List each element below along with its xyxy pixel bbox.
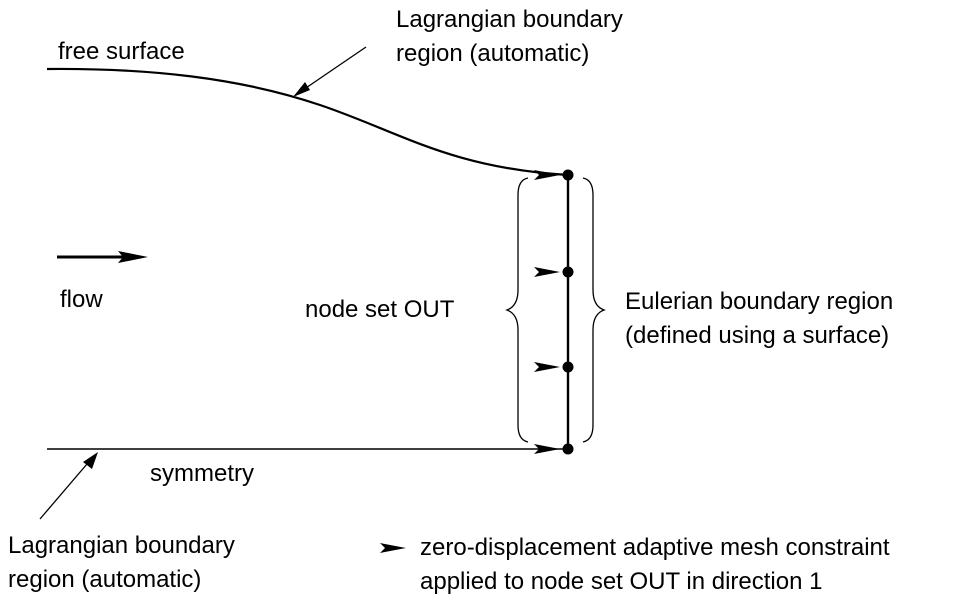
free-surface-curve xyxy=(46,67,569,177)
lagrangian-top-label-line2: region (automatic) xyxy=(396,40,590,67)
node-set-brace xyxy=(505,177,529,443)
bottom-leader-line xyxy=(39,456,94,520)
legend-label-line1: zero-displacement adaptive mesh constrai… xyxy=(420,534,890,561)
symmetry-label: symmetry xyxy=(150,460,254,487)
legend-label-line2: applied to node set OUT in direction 1 xyxy=(420,568,823,595)
top-leader-line xyxy=(299,46,367,93)
constraint-arrow-4 xyxy=(534,444,560,454)
eulerian-brace xyxy=(582,177,606,443)
lagrangian-top-label-line1: Lagrangian boundary xyxy=(396,6,623,33)
node-3 xyxy=(562,361,574,373)
flow-arrow-head xyxy=(118,251,148,263)
constraint-arrow-1 xyxy=(534,170,560,180)
constraint-arrow-3 xyxy=(534,362,560,372)
eulerian-label-line2: (defined using a surface) xyxy=(625,322,890,349)
eulerian-label-line1: Eulerian boundary region xyxy=(625,288,894,315)
top-leader-arrowhead xyxy=(293,82,310,97)
free-surface-label: free surface xyxy=(58,38,185,65)
node-set-label: node set OUT xyxy=(305,296,455,323)
constraint-arrow-2 xyxy=(534,267,560,277)
node-2 xyxy=(562,266,574,278)
lagrangian-bottom-label-line1: Lagrangian boundary xyxy=(8,532,235,559)
flow-label: flow xyxy=(60,286,103,313)
bottom-leader-arrowhead xyxy=(83,452,98,469)
node-1 xyxy=(562,169,574,181)
lagrangian-bottom-label-line2: region (automatic) xyxy=(8,566,202,593)
legend-arrow-icon xyxy=(380,543,406,553)
node-4 xyxy=(562,443,574,455)
